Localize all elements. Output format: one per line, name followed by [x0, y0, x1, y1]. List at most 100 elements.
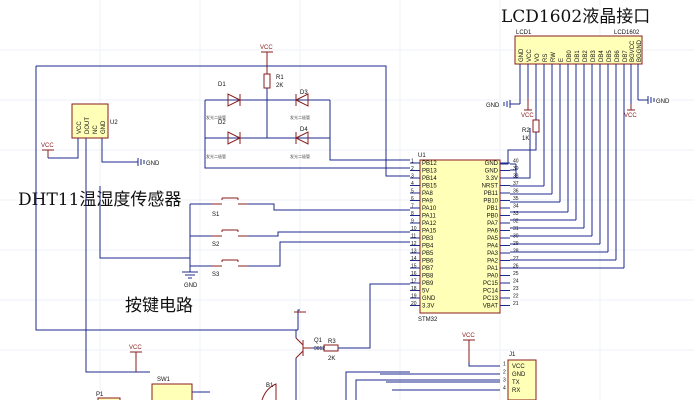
lcd-pin-bggnd: BGGND	[637, 39, 643, 62]
q1-wiring	[295, 283, 410, 400]
d4-led	[294, 131, 309, 145]
lcd1602-connector	[514, 35, 643, 65]
u1-left-pin-name: PB13	[422, 169, 437, 175]
lcd-pin-db4: DB4	[599, 50, 605, 62]
u1-right-pin-number: 24	[513, 278, 519, 284]
u1-right-pin-name: PA4	[487, 244, 499, 250]
lcd-pin-e: E	[559, 58, 565, 62]
u1-left-pin-number: 19	[411, 293, 417, 299]
b1-designator: B1	[266, 383, 274, 389]
d3-designator: D3	[300, 90, 308, 96]
u1-to-lcd-bus	[510, 128, 624, 269]
r2-designator: R2	[522, 128, 530, 134]
r1-resistor	[263, 73, 271, 89]
u1-right-pin-number: 28	[513, 248, 519, 254]
u1-left-pin-number: 3	[411, 173, 414, 179]
key-circuit-title: 按键电路	[125, 296, 193, 316]
lcd-vcc-symbol	[524, 98, 532, 111]
u1-right-pin-name: PC14	[483, 289, 499, 295]
u1-left-pin-name: PB8	[422, 274, 434, 280]
d3-note: 发光二极管	[290, 114, 310, 120]
u1-left-pin-number: 17	[411, 278, 417, 284]
j1-vcc-label: VCC	[462, 333, 475, 339]
j1-pin-number: 1	[503, 362, 506, 368]
p1-connector	[97, 397, 121, 400]
lcd1602-part: LCD1602	[614, 30, 640, 36]
u1-left-pin-name: PB9	[422, 281, 434, 287]
u1-right-pin-name: VBAT	[483, 304, 499, 310]
b1-buzzer	[261, 383, 277, 400]
u1-left-pin-number: 4	[411, 181, 414, 187]
u1-left-pin-number: 20	[411, 301, 417, 307]
main-left-bus	[35, 65, 410, 373]
bg-vcc-symbol	[627, 104, 635, 111]
s1-designator: S1	[212, 212, 220, 218]
u1-right-pin-number: 26	[513, 263, 519, 269]
u2-designator: U2	[110, 120, 118, 126]
d3-led	[294, 93, 309, 107]
u1-left-pin-number: 13	[411, 248, 417, 254]
u1-left-pin-name: PB3	[422, 236, 434, 242]
dht-vcc-symbol	[42, 149, 54, 158]
sw1-switch	[151, 383, 193, 400]
lcd-pin-bgvcc: BGVCC	[630, 40, 636, 62]
lower-wiring	[192, 371, 500, 400]
j1-pin-name: TX	[512, 380, 520, 386]
q1-designator: Q1	[314, 338, 323, 344]
lcd-pin-db0: DB0	[567, 50, 573, 62]
j1-connector	[507, 359, 537, 400]
lcd-vcc-label: VCC	[521, 113, 534, 119]
j1-vcc-symbol	[463, 339, 475, 362]
lcd-pin-db2: DB2	[583, 50, 589, 62]
u1-left-pin-number: 11	[411, 233, 416, 239]
lcd-pin-rs: RS	[543, 54, 549, 62]
u1-right-pin-number: 32	[513, 218, 519, 224]
u1-left-pin-name: GND	[422, 296, 436, 302]
j1-wiring	[380, 362, 500, 391]
u1-left-pin-name: PB5	[422, 251, 434, 257]
u1-right-pin-name: PB10	[483, 199, 498, 205]
j1-pin-number: 2	[503, 370, 506, 376]
p1-designator: P1	[96, 392, 104, 398]
r2-to-gnd-wire	[500, 132, 537, 165]
switch-s3	[212, 259, 248, 267]
j1-pin-name: VCC	[512, 364, 525, 370]
u1-left-pin-number: 12	[411, 241, 417, 247]
lcd-pin-db3: DB3	[591, 50, 597, 62]
u1-left-pin-name: PA15	[422, 229, 437, 235]
r2-value: 1K	[522, 136, 529, 142]
u1-left-pin-name: PB4	[422, 244, 434, 250]
r3-designator: R3	[328, 339, 336, 345]
d1-led	[227, 93, 242, 107]
u1-left-pin-number: 2	[411, 166, 414, 172]
lcd-pin-gnd: GND	[519, 48, 525, 62]
u1-right-pin-name: 3.3V	[486, 176, 498, 182]
d1-designator: D1	[218, 82, 226, 88]
r1-vcc-symbol	[261, 51, 273, 74]
r3-value: 2K	[328, 356, 335, 362]
lcd-pin-db5: DB5	[607, 50, 613, 62]
q1-transistor	[295, 337, 312, 359]
u1-right-pin-number: 25	[513, 271, 519, 277]
j1-pin-name: RX	[512, 388, 520, 394]
dht-gnd-label: GND	[146, 161, 160, 167]
u1-right-pin-number: 33	[513, 211, 519, 217]
j1-pin-number: 4	[503, 386, 506, 392]
u1-left-pin-number: 7	[411, 203, 414, 209]
u2-pin-vcc: VCC	[77, 121, 83, 134]
u2-pin-gnd: GND	[101, 120, 107, 134]
led-wiring	[204, 99, 410, 169]
u1-right-pin-name: PB11	[484, 191, 499, 197]
u1-left-pin-name: PB6	[422, 259, 434, 265]
u1-left-pin-number: 14	[411, 256, 417, 262]
u1-right-pin-name: GND	[485, 161, 499, 167]
u1-right-pin-name: PA0	[487, 274, 499, 280]
u1-right-pin-name: PB1	[487, 206, 499, 212]
r1-vcc-label: VCC	[260, 45, 273, 51]
switch-s1	[212, 197, 248, 205]
r1-value: 2K	[276, 83, 283, 89]
u1-left-pin-number: 8	[411, 211, 414, 217]
